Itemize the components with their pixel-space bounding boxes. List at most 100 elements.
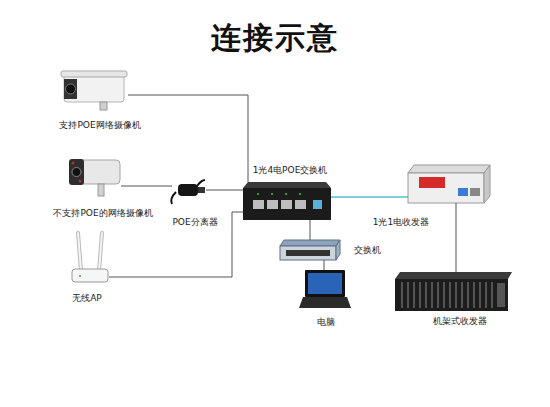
cable-line <box>206 190 243 191</box>
splitter-plug <box>198 187 205 193</box>
card <box>426 282 427 308</box>
poe-camera: 支持POE网络摄像机 <box>60 70 128 111</box>
poe-camera <box>61 71 127 110</box>
card <box>474 282 475 308</box>
wireless-ap <box>72 233 108 282</box>
switch-front <box>243 188 331 220</box>
cable-line <box>128 95 248 182</box>
switch-front <box>280 246 336 260</box>
ap-body <box>72 269 108 282</box>
media-converter: 1光1电收发器 <box>408 165 490 203</box>
antenna <box>78 233 81 271</box>
media-converter <box>408 165 490 203</box>
cable-line <box>109 212 243 277</box>
laptop <box>299 270 351 308</box>
camera-lens <box>72 168 81 177</box>
rack-top <box>395 272 512 279</box>
cable-line <box>456 203 457 272</box>
card <box>402 282 403 308</box>
card <box>432 282 433 308</box>
card <box>492 282 493 308</box>
rj45-port <box>253 200 264 209</box>
switch-side <box>336 240 340 260</box>
camera-housing <box>64 75 124 102</box>
converter-front <box>408 173 484 203</box>
antenna <box>99 233 102 271</box>
cable-line <box>324 260 325 270</box>
device-label: 无线AP <box>72 293 102 304</box>
fiber-port <box>313 200 322 209</box>
card <box>486 282 487 308</box>
ir-led <box>79 180 82 183</box>
card <box>462 282 463 308</box>
device-label: 支持POE网络摄像机 <box>59 120 140 131</box>
computer: 电脑 <box>299 270 351 308</box>
device-label: 不支持POE的网络摄像机 <box>53 208 152 219</box>
splitter: POE分离器 <box>170 178 206 206</box>
antenna <box>99 233 102 271</box>
non-poe-camera <box>69 159 120 196</box>
poe-switch: 1光4电POE交换机 <box>243 182 331 220</box>
cable-line <box>121 186 172 187</box>
converter-side <box>484 165 490 203</box>
camera-mount <box>100 102 107 110</box>
card <box>468 282 469 308</box>
wireless-ap: 无线AP <box>71 230 109 283</box>
camera: 不支持POE的网络摄像机 <box>67 157 121 198</box>
device-label: 电脑 <box>317 317 335 328</box>
switch-top <box>280 240 340 246</box>
card <box>408 282 409 308</box>
rj45-port <box>281 200 292 209</box>
ap-led <box>79 275 81 277</box>
led <box>257 193 259 195</box>
rj45-port <box>470 188 480 196</box>
device-label: 1光4电POE交换机 <box>253 165 328 176</box>
converter-top <box>408 165 490 173</box>
diagram-title: 连接示意 <box>0 18 550 59</box>
rack-converter <box>395 272 512 311</box>
camera-mount <box>98 184 104 196</box>
camera-lens <box>66 84 76 94</box>
splitter-body <box>178 184 198 196</box>
rack-converter: 机架式收发器 <box>395 272 512 311</box>
rack-cards <box>402 282 492 308</box>
converter-label <box>419 177 445 188</box>
card <box>414 282 415 308</box>
laptop-base <box>299 297 351 308</box>
card <box>480 282 481 308</box>
rack-front <box>395 279 508 311</box>
power-module <box>497 283 505 307</box>
switch: 交换机 <box>280 240 340 260</box>
led <box>299 193 301 195</box>
cable-line <box>310 220 311 240</box>
device-label: 机架式收发器 <box>433 316 487 327</box>
switch-ports <box>286 250 330 256</box>
led <box>271 193 273 195</box>
card <box>420 282 421 308</box>
rj45-port <box>295 200 306 209</box>
fiber-port <box>458 188 468 196</box>
laptop-display <box>308 273 342 294</box>
card <box>438 282 439 308</box>
card <box>456 282 457 308</box>
laptop-screen <box>305 270 345 297</box>
cable-line <box>331 196 408 198</box>
switch <box>280 240 340 260</box>
camera-front <box>64 79 77 99</box>
rj45-port <box>267 200 278 209</box>
camera-front <box>69 159 84 185</box>
ir-led <box>72 162 75 165</box>
device-label: 交换机 <box>354 245 381 256</box>
device-label: 1光1电收发器 <box>373 217 429 228</box>
poe-switch <box>243 182 331 220</box>
device-label: POE分离器 <box>172 217 217 228</box>
switch-top <box>243 182 331 188</box>
splitter-cable <box>197 180 205 186</box>
splitter-cable <box>171 192 176 204</box>
card <box>450 282 451 308</box>
camera-shield <box>61 71 127 77</box>
led <box>285 193 287 195</box>
